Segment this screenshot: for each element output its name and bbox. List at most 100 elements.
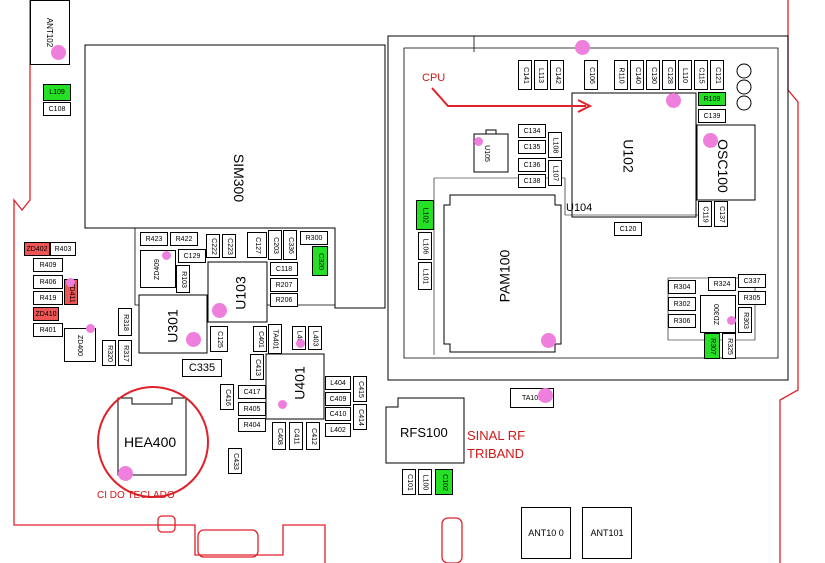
u102-label: U102 bbox=[620, 139, 637, 173]
r324: R324 bbox=[708, 277, 736, 291]
c125: C125 bbox=[210, 326, 228, 352]
c136: C136 bbox=[518, 158, 546, 172]
u301-label: U301 bbox=[164, 309, 181, 343]
c138: C138 bbox=[518, 174, 546, 188]
c130: C130 bbox=[646, 60, 660, 90]
c320: C320 bbox=[312, 246, 328, 276]
c140: C140 bbox=[630, 60, 644, 90]
r401: R401 bbox=[33, 323, 63, 337]
l403: L403 bbox=[308, 326, 322, 350]
r318: R318 bbox=[118, 308, 132, 336]
rfs100-label: RFS100 bbox=[400, 425, 448, 440]
osc100-label: OSC100 bbox=[714, 139, 731, 193]
c137: C137 bbox=[714, 201, 728, 227]
r109: R109 bbox=[698, 92, 726, 106]
c337: C337 bbox=[738, 274, 766, 288]
c335: C335 bbox=[182, 359, 222, 377]
u103-label: U103 bbox=[232, 276, 249, 310]
zd402: ZD402 bbox=[24, 242, 50, 256]
c414: C414 bbox=[353, 404, 367, 430]
r422: R422 bbox=[170, 232, 198, 246]
c411: C411 bbox=[289, 422, 303, 450]
c417: C417 bbox=[238, 385, 266, 399]
l100: L100 bbox=[418, 469, 432, 495]
c222: C222 bbox=[206, 234, 220, 258]
pam100-label: PAM100 bbox=[496, 249, 513, 303]
pad-marker bbox=[538, 388, 553, 403]
c108: C108 bbox=[43, 102, 71, 116]
pad-marker bbox=[212, 303, 227, 318]
r405: R405 bbox=[238, 402, 266, 416]
pad-marker bbox=[51, 45, 66, 60]
c142: C142 bbox=[550, 60, 564, 90]
r403: R403 bbox=[50, 242, 76, 256]
r307: R307 bbox=[704, 333, 720, 359]
c223: C223 bbox=[222, 234, 236, 258]
r300: R300 bbox=[300, 231, 328, 245]
c134: C134 bbox=[518, 124, 546, 138]
r305: R305 bbox=[738, 291, 766, 305]
l402: L402 bbox=[325, 423, 351, 437]
l106: L106 bbox=[418, 232, 432, 260]
pad-marker bbox=[541, 333, 556, 348]
r317: R317 bbox=[118, 340, 132, 366]
ant100: ANT10 0 bbox=[521, 507, 571, 559]
c128: C128 bbox=[662, 60, 676, 90]
u105-label: U105 bbox=[482, 145, 490, 162]
r325: R325 bbox=[722, 333, 736, 359]
zd300: ZD300 bbox=[700, 295, 736, 333]
u104-label: U104 bbox=[566, 202, 593, 214]
pad-marker bbox=[66, 278, 75, 287]
l101: L101 bbox=[418, 262, 432, 290]
r103: R103 bbox=[176, 265, 190, 293]
pad-marker bbox=[118, 466, 133, 481]
pad-marker bbox=[296, 339, 305, 348]
c135: C135 bbox=[518, 140, 546, 154]
c101: C101 bbox=[402, 469, 416, 495]
pad-marker bbox=[86, 324, 95, 333]
c433: C433 bbox=[228, 448, 242, 474]
r406: R406 bbox=[33, 275, 63, 289]
ci-teclado-label: CI DO TECLADO bbox=[97, 490, 175, 501]
r207: R207 bbox=[270, 278, 298, 292]
u401-label: U401 bbox=[291, 366, 308, 400]
c119: C119 bbox=[698, 201, 712, 227]
cpu-label: CPU bbox=[422, 72, 446, 84]
c412: C412 bbox=[306, 422, 320, 450]
r303: R303 bbox=[738, 307, 752, 333]
c121: C121 bbox=[710, 60, 724, 90]
pad-marker bbox=[186, 332, 201, 347]
l107: L107 bbox=[548, 160, 562, 186]
c416: C416 bbox=[220, 384, 234, 410]
sinal-rf-label: SINAL RF bbox=[467, 428, 526, 443]
pad-marker bbox=[575, 40, 590, 55]
c409: C409 bbox=[325, 392, 351, 406]
ta401: TA401 bbox=[268, 324, 282, 354]
c118: C118 bbox=[270, 262, 298, 276]
c115: C115 bbox=[694, 60, 708, 90]
c410: C410 bbox=[325, 407, 351, 421]
sim300-label: SIM300 bbox=[231, 153, 248, 203]
c106: C106 bbox=[584, 60, 598, 90]
pad-marker bbox=[162, 251, 171, 260]
c120: C120 bbox=[614, 222, 642, 236]
c336: C336 bbox=[283, 230, 297, 260]
r419: R419 bbox=[33, 291, 63, 305]
r409: R409 bbox=[33, 258, 63, 272]
c203: C203 bbox=[268, 230, 282, 260]
r206: R206 bbox=[270, 293, 298, 307]
r423: R423 bbox=[140, 232, 168, 246]
c127: C127 bbox=[247, 232, 267, 258]
hea400-label: HEA400 bbox=[124, 434, 177, 450]
c102: C102 bbox=[435, 469, 453, 495]
pad-marker bbox=[703, 133, 718, 148]
c408: C408 bbox=[272, 422, 286, 450]
r110: R110 bbox=[614, 60, 628, 90]
l113: L113 bbox=[534, 60, 548, 90]
c139: C139 bbox=[698, 109, 726, 123]
r320: R320 bbox=[102, 340, 116, 366]
triband-label: TRIBAND bbox=[467, 446, 525, 461]
c141: C141 bbox=[518, 60, 532, 90]
l102: L102 bbox=[416, 200, 434, 230]
